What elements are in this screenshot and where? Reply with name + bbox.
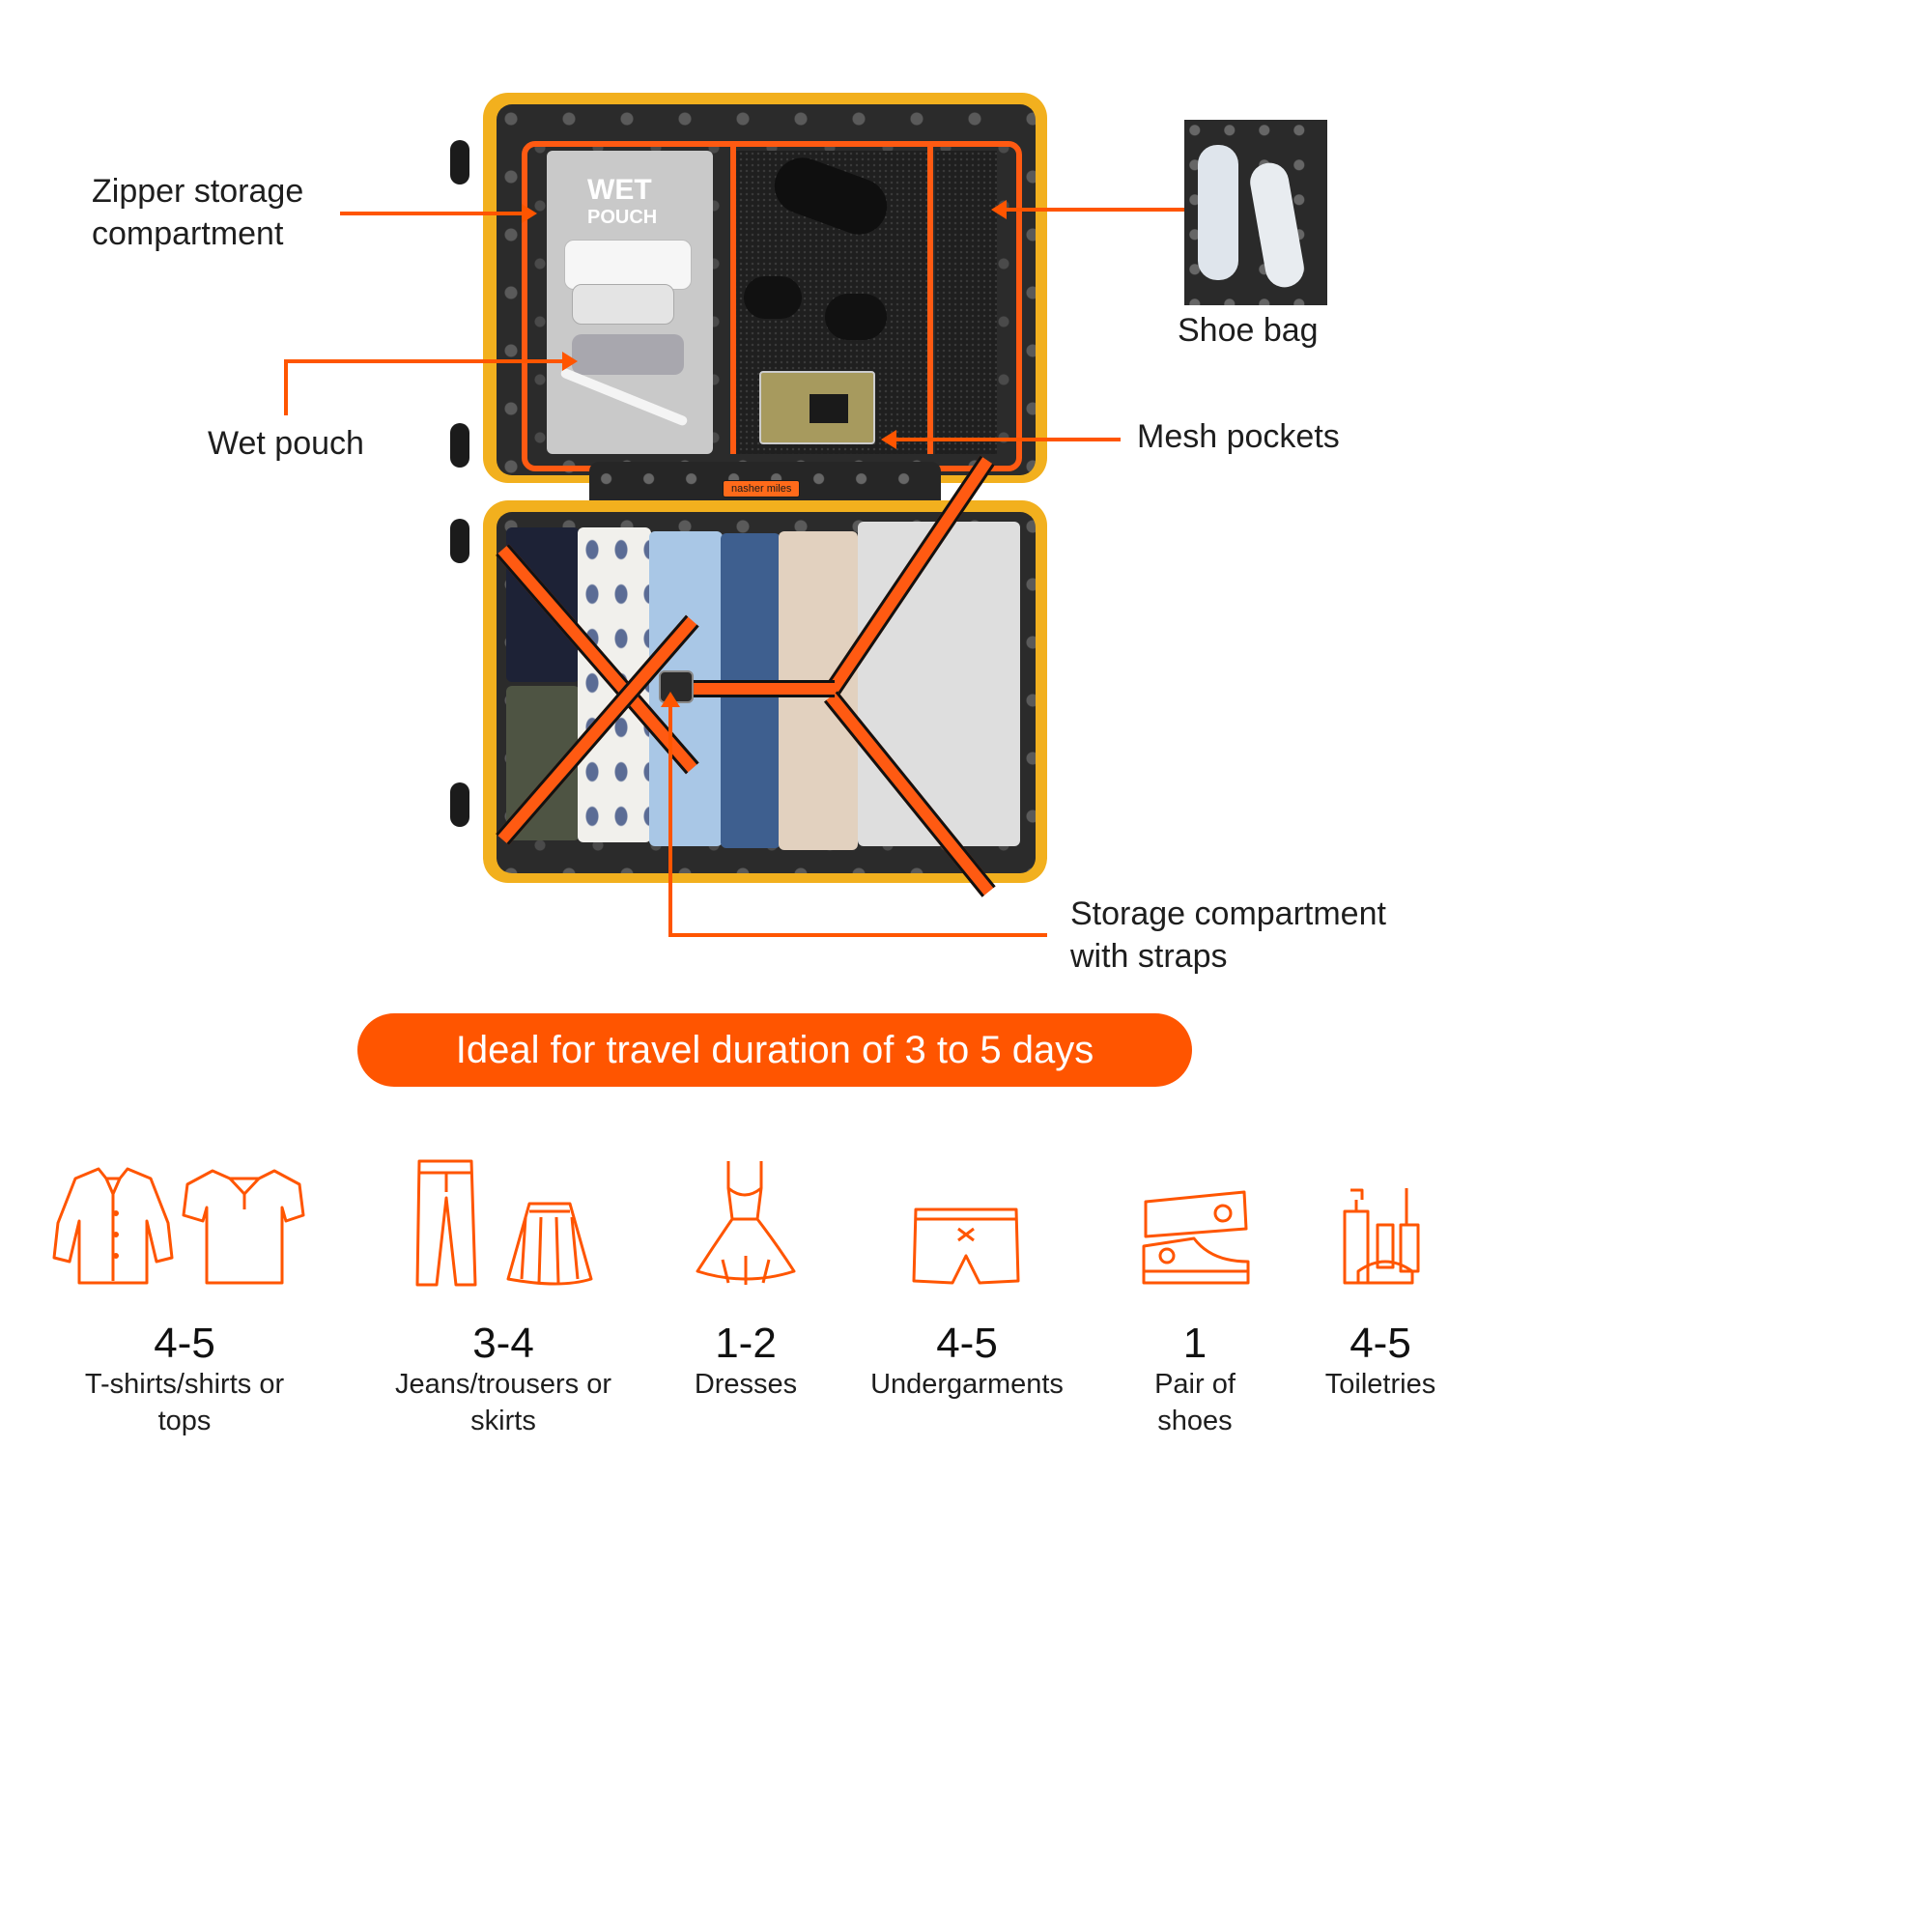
capacity-label: Pair of shoes [1098,1366,1292,1439]
shoe-bag [1184,120,1327,305]
capacity-label-line: Dresses [694,1369,798,1400]
compression-strap [676,680,835,697]
wheel [450,140,469,185]
perfume [759,371,875,444]
travel-duration-banner: Ideal for travel duration of 3 to 5 days [357,1013,1192,1087]
capacity-label-line: skirts [470,1406,536,1436]
arrow-head [661,692,680,707]
callout-straps-line1: Storage compartment [1070,895,1386,932]
wet-pouch: WET POUCH [547,151,713,454]
folded-garment-grey-hoodie [858,522,1020,846]
wheel [450,782,469,827]
undergarment-icon [912,1208,1020,1285]
sneaker [1247,159,1307,291]
capacity-count: 1 [1182,1320,1208,1367]
capacity-label: Toiletries [1284,1366,1477,1403]
callout-zipper-line [340,212,524,215]
toiletries-icon [1343,1188,1420,1285]
trousers-skirt-icon [415,1159,593,1287]
callout-wet-pouch-line [284,359,288,415]
sneaker [1198,145,1238,280]
capacity-label-line: Jeans/trousers or [394,1369,612,1400]
callout-straps-line2: with straps [1070,938,1228,975]
capacity-label: T-shirts/shirts or tops [40,1366,329,1439]
wheel [450,423,469,468]
callout-zipper-label: Zipper storage compartment [92,170,303,255]
callout-straps-label: Storage compartment with straps [1070,893,1386,978]
callout-wet-pouch-line [284,359,564,363]
callout-zipper-line2: compartment [92,215,284,252]
callout-shoe-bag-label: Shoe bag [1178,312,1319,349]
callout-mesh-line [896,438,1121,441]
toothbrush [559,367,689,427]
mesh-pocket-zip [927,147,933,454]
arrow-head [562,352,578,371]
brand-tag: nasher miles [723,480,801,497]
arrow-head [881,430,896,449]
callout-shoe-bag-line [1005,208,1184,212]
tube [564,240,692,290]
capacity-label-line: tops [157,1406,212,1436]
wet-pouch-print: POUCH [587,207,658,228]
callout-straps-line [668,933,1047,937]
arrow-head [991,200,1007,219]
bottle [572,284,674,325]
arrow-head [522,204,537,223]
shirt-tshirt-icon [52,1167,305,1285]
capacity-count: 4-5 [936,1320,998,1367]
mesh-pocket-zip [730,147,736,454]
capacity-count: 4-5 [1350,1320,1411,1367]
callout-wet-pouch-label: Wet pouch [208,425,364,462]
capacity-label-line: Toiletries [1324,1369,1436,1400]
bottle [572,334,684,375]
capacity-label-line: Pair of [1154,1369,1236,1400]
capacity-label-line: Undergarments [870,1369,1064,1400]
capacity-count: 4-5 [154,1320,215,1367]
capacity-label: Jeans/trousers or skirts [358,1366,648,1439]
capacity-count: 3-4 [472,1320,534,1367]
wet-pouch-print: WET [587,174,652,206]
capacity-count: 1-2 [715,1320,777,1367]
capacity-label: Undergarments [841,1366,1093,1403]
callout-zipper-line1: Zipper storage [92,173,304,210]
callout-straps-line [668,701,672,937]
callout-mesh-label: Mesh pockets [1137,418,1340,455]
mesh-pocket [935,151,997,454]
capacity-label-line: shoes [1157,1406,1233,1436]
dress-icon [696,1161,796,1285]
sunglasses [744,276,898,340]
sneaker-icon [1142,1190,1250,1285]
capacity-label: Dresses [649,1366,842,1403]
capacity-label-line: T-shirts/shirts or [84,1369,285,1400]
wheel [450,519,469,563]
